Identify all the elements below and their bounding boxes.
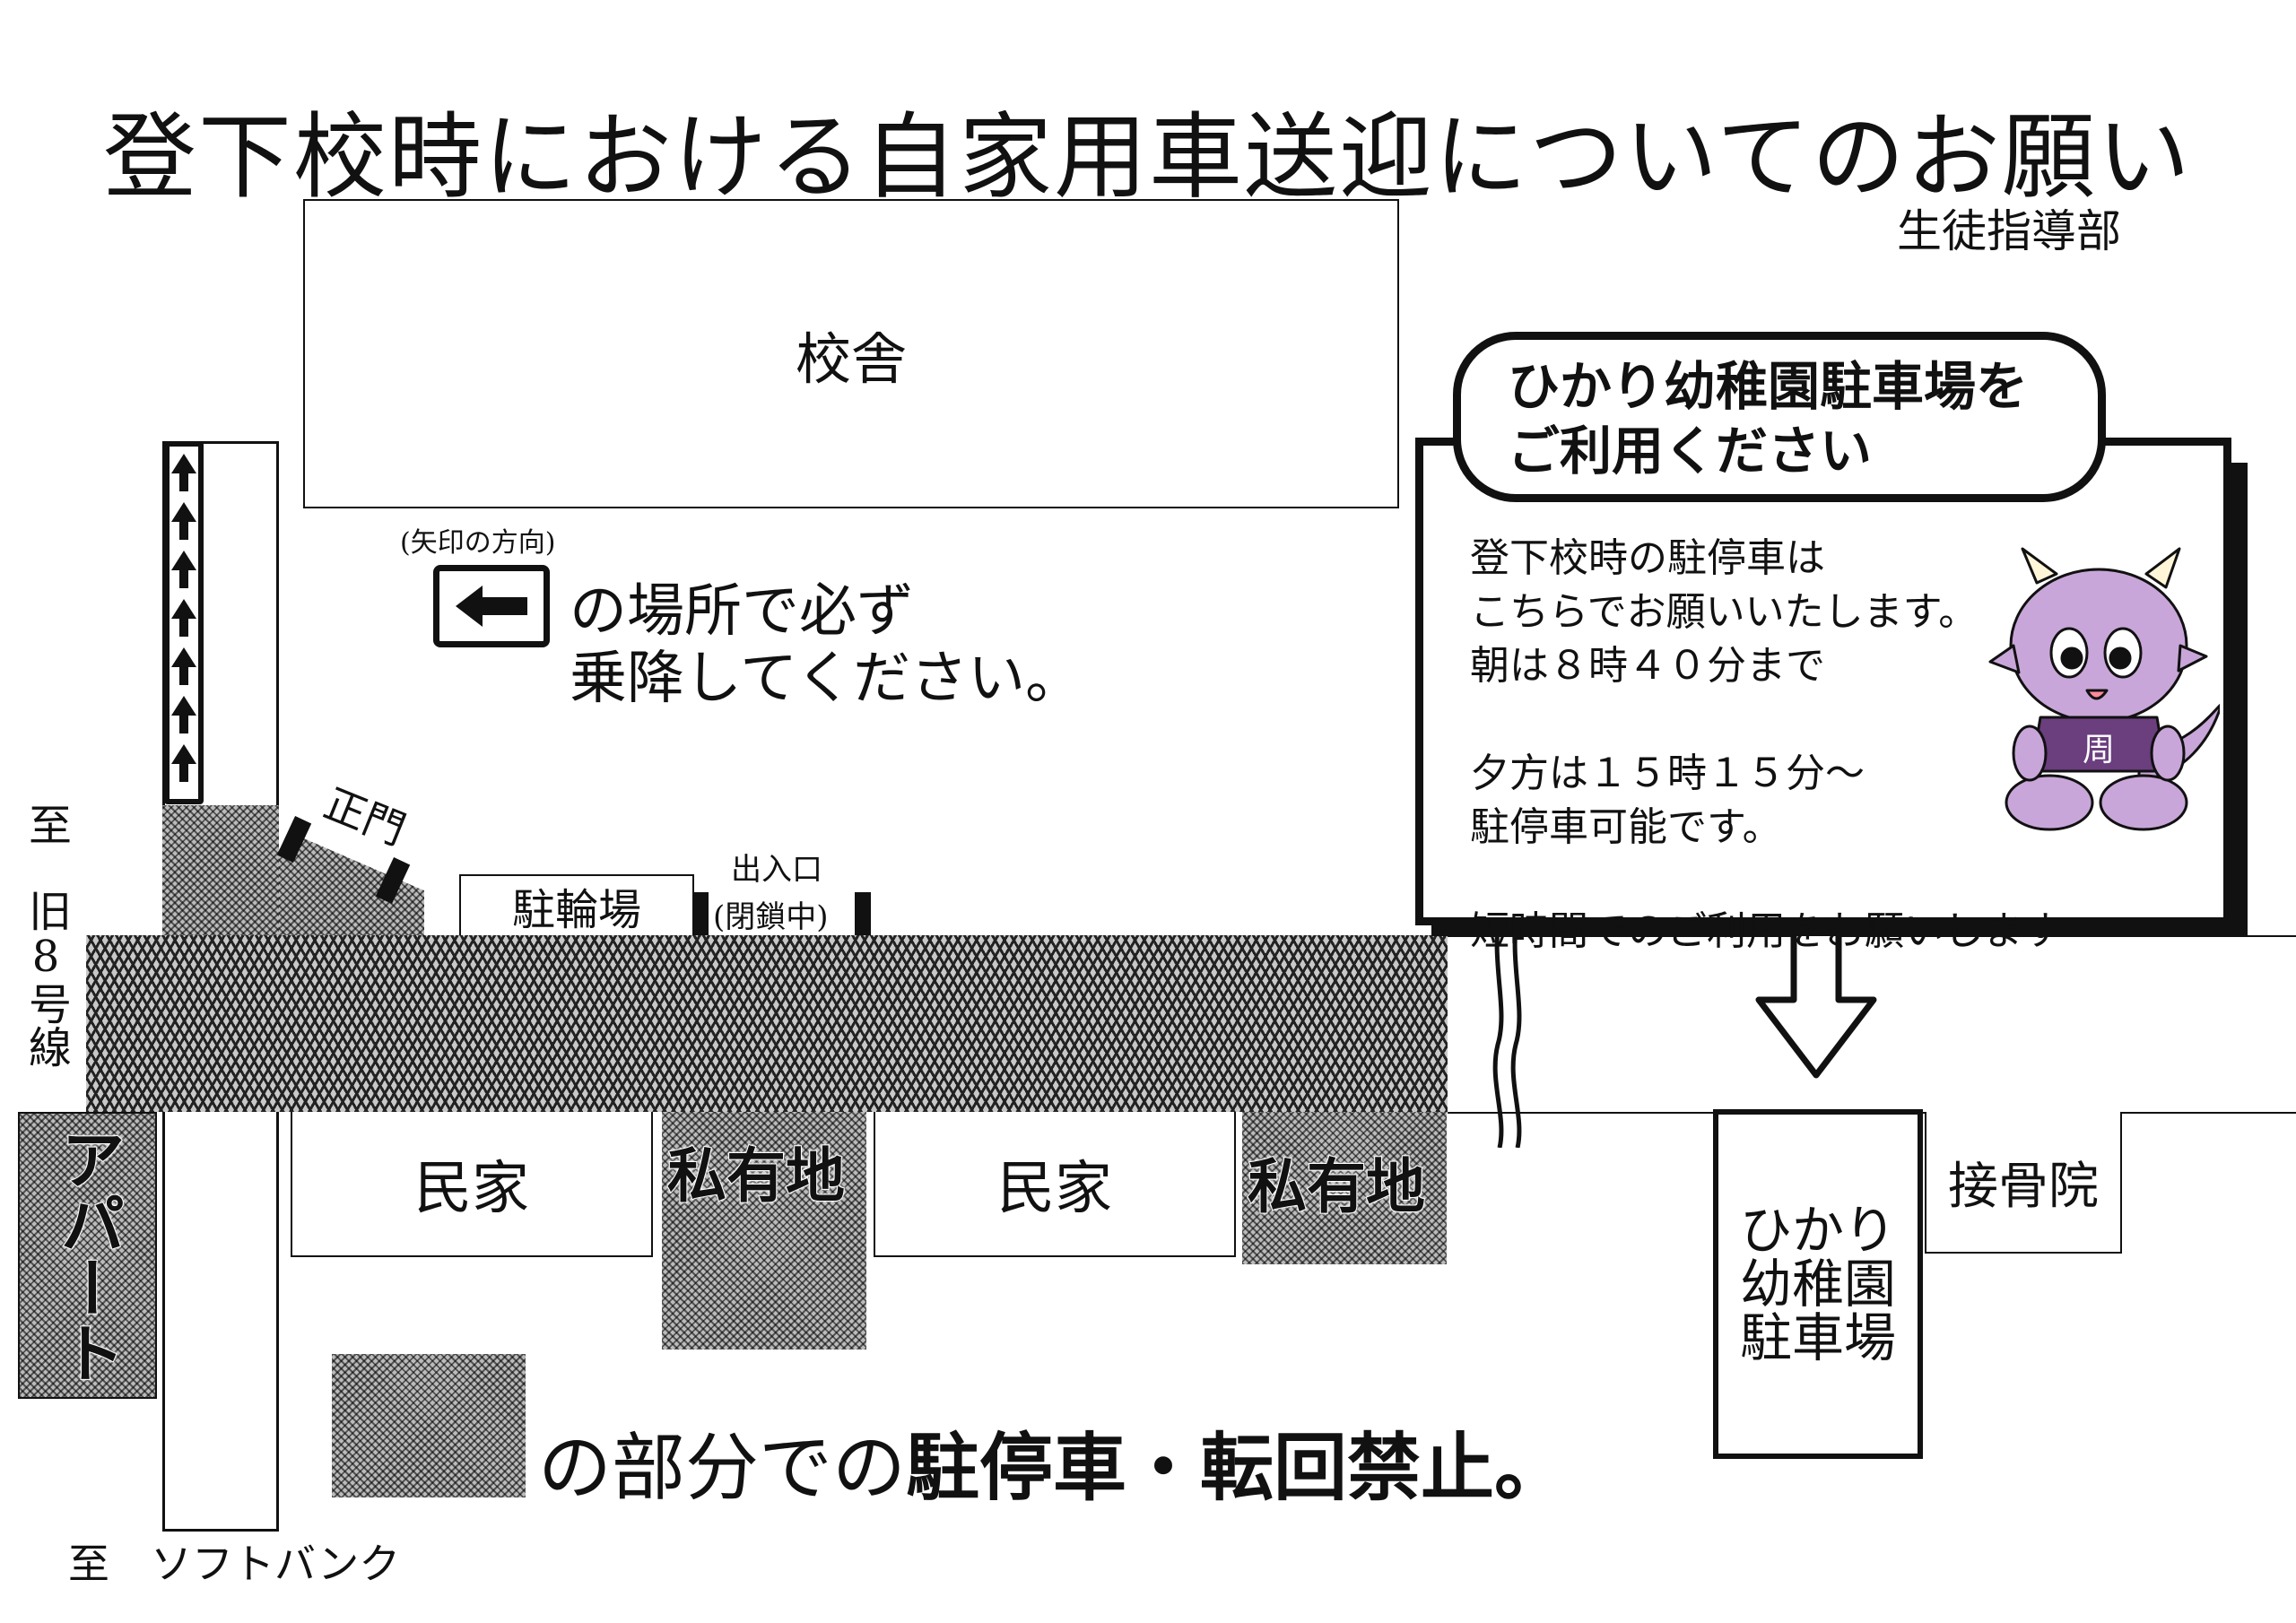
- entrance-post-right: [855, 892, 871, 937]
- no-parking-legend: の部分での駐停車・転回禁止。: [538, 1408, 1568, 1515]
- no-parking-legend-swatch: [332, 1354, 526, 1497]
- bone-clinic: 接骨院: [1925, 1112, 2122, 1254]
- apartment: アパート: [18, 1112, 157, 1399]
- notice-body-line-3: 朝は８時４０分まで: [1470, 643, 1825, 689]
- direction-old-route8: 至 旧8号線: [21, 803, 71, 1068]
- main-road: [86, 935, 1448, 1112]
- notice-body-line-2: こちらでお願いいたします。: [1470, 589, 1979, 635]
- no-parking-text-prefix: の部分での: [538, 1426, 907, 1511]
- notice-body: 登下校時の駐停車は こちらでお願いいたします。 朝は８時４０分まで 夕方は１５時…: [1470, 532, 2062, 959]
- notice-heading-line-2: ご利用ください: [1508, 421, 1873, 482]
- apartment-label: アパート: [48, 1125, 126, 1385]
- no-parking-zone-gate: [279, 834, 424, 937]
- kindergarten-parking: ひかり 幼稚園 駐車場: [1713, 1109, 1923, 1459]
- kindergarten-parking-label: ひかり 幼稚園 駐車場: [1739, 1200, 1896, 1368]
- private-land-2-label: 私有地: [1247, 1150, 1426, 1222]
- private-land-1: 私有地: [662, 1112, 866, 1350]
- arrow-up-icon: [171, 454, 196, 491]
- no-parking-zone-gate-left: [162, 805, 279, 937]
- entrance-label: 出入口: [731, 852, 822, 888]
- notice-heading: ひかり幼稚園駐車場を ご利用ください: [1453, 332, 2106, 502]
- notice-body-line-6: 短時間でのご利用をお願いします: [1470, 908, 2062, 954]
- notice-body-line-4: 夕方は１５時１５分～: [1470, 751, 1865, 796]
- arrow-left-icon: [433, 565, 550, 647]
- notice-heading-line-1: ひかり幼稚園駐車場を: [1508, 356, 2029, 417]
- instruction-line-1: の場所で必ず: [570, 578, 914, 645]
- road-edge-top-right: [1448, 935, 2296, 937]
- no-parking-text-bold: 駐停車・転回禁止。: [906, 1426, 1569, 1511]
- side-road: [162, 1112, 279, 1532]
- page-title: 登下校時における自家用車送迎についてのお願い: [103, 102, 2192, 212]
- house-2: 民家: [874, 1112, 1236, 1257]
- main-gate-label: 正門: [317, 778, 413, 855]
- entrance-post-left: [692, 892, 709, 937]
- road-break-mark: [1492, 910, 1522, 1148]
- bicycle-parking: 駐輪場: [459, 874, 694, 937]
- mascot-shirt-mark: 周: [2083, 732, 2115, 768]
- notice-body-line-5: 駐停車可能です。: [1470, 804, 1782, 850]
- private-land-1-label: 私有地: [666, 1140, 846, 1211]
- mascot-icon: 周: [1988, 547, 2220, 831]
- drop-off-lane: [164, 441, 204, 804]
- arrow-up-icon: [171, 599, 196, 637]
- direction-softbank: 至 ソフトバンク: [68, 1540, 401, 1588]
- notice-body-line-1: 登下校時の駐停車は: [1470, 535, 1825, 581]
- house-2-label: 民家: [997, 1156, 1112, 1222]
- arrow-up-icon: [171, 502, 196, 540]
- arrow-up-icon: [171, 551, 196, 588]
- arrow-up-icon: [171, 647, 196, 685]
- notice-board: 登下校時の駐停車は こちらでお願いいたします。 朝は８時４０分まで 夕方は１５時…: [1415, 438, 2231, 954]
- instruction-line-2: 乗降してください。: [570, 646, 1083, 712]
- department-label: 生徒指導部: [1897, 205, 2121, 257]
- entrance-status: (閉鎖中): [713, 899, 829, 935]
- arrow-note: (矢印の方向): [400, 527, 556, 559]
- school-building-label: 校舎: [795, 325, 907, 392]
- bone-clinic-label: 接骨院: [1948, 1157, 2099, 1216]
- private-land-2: 私有地: [1242, 1112, 1447, 1264]
- house-1: 民家: [291, 1112, 653, 1257]
- school-building: 校舎: [303, 199, 1399, 508]
- bicycle-parking-label: 駐輪場: [511, 885, 641, 935]
- arrow-up-icon: [171, 744, 196, 782]
- house-1-label: 民家: [414, 1156, 529, 1222]
- arrow-up-icon: [171, 696, 196, 733]
